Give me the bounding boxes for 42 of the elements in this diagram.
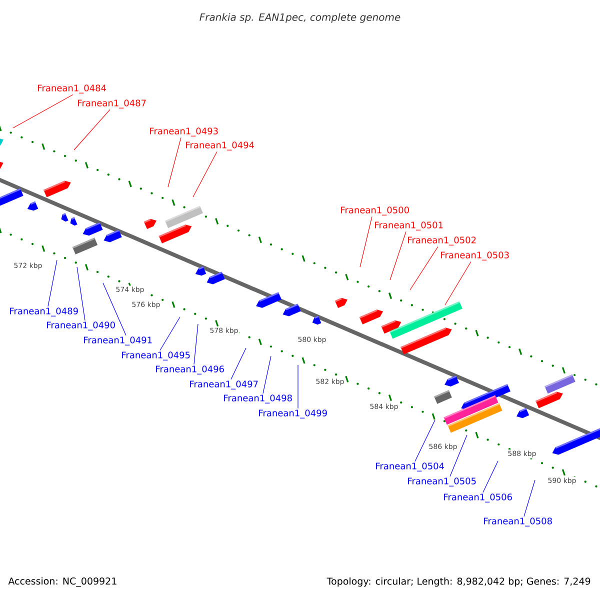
accession-text: Accession: NC_009921 — [8, 577, 116, 587]
leader-line — [444, 261, 472, 306]
title: Frankia sp. EAN1pec, complete genome — [200, 13, 400, 23]
gene-label: Franean1_0494 — [186, 142, 254, 150]
leader-line — [12, 94, 74, 128]
leader-line — [262, 356, 272, 394]
leader-line — [194, 324, 198, 365]
leader-line — [414, 420, 436, 462]
gene-label: Franean1_0503 — [441, 252, 509, 260]
leader-line — [160, 316, 180, 351]
leader-line — [482, 460, 498, 493]
gene-label: Franean1_0500 — [341, 206, 409, 216]
gene-label: Franean1_0508 — [484, 518, 552, 526]
gene-label: Franean1_0506 — [444, 494, 512, 502]
gene-label: Franean1_0505 — [408, 478, 476, 486]
leader-line — [524, 480, 536, 517]
leader-line — [48, 260, 58, 307]
gene-label: Franean1_0501 — [375, 222, 443, 230]
leader-line — [168, 137, 182, 188]
leader-line — [76, 266, 86, 321]
gene-label: Franean1_0484 — [38, 84, 106, 94]
leader-line — [102, 282, 126, 336]
gene-label: Franean1_0499 — [259, 410, 327, 418]
gene-label: Franean1_0504 — [376, 462, 444, 472]
gene-label: Franean1_0489 — [10, 308, 78, 316]
leader-line — [410, 246, 438, 290]
leader-line — [450, 434, 468, 477]
gene-label: Franean1_0490 — [47, 322, 115, 330]
leader-line — [192, 151, 218, 198]
gene-label: Franean1_0495 — [122, 352, 190, 360]
leader-line — [390, 231, 406, 280]
gene-label: Franean1_0498 — [224, 394, 292, 404]
gene-label: Franean1_0496 — [156, 366, 224, 374]
gene-label: Franean1_0502 — [408, 236, 476, 246]
genome-info-text: Topology: circular; Length: 8,982,042 bp; Genes: 7,249 — [326, 577, 590, 587]
leader-line — [230, 348, 246, 380]
leader-line — [74, 109, 110, 150]
leader-line — [360, 216, 372, 268]
gene-label: Franean1_0491 — [84, 336, 152, 346]
gene-label: Franean1_0493 — [150, 128, 218, 136]
gene-label: Franean1_0487 — [78, 100, 146, 108]
gene-label: Franean1_0497 — [190, 380, 258, 390]
